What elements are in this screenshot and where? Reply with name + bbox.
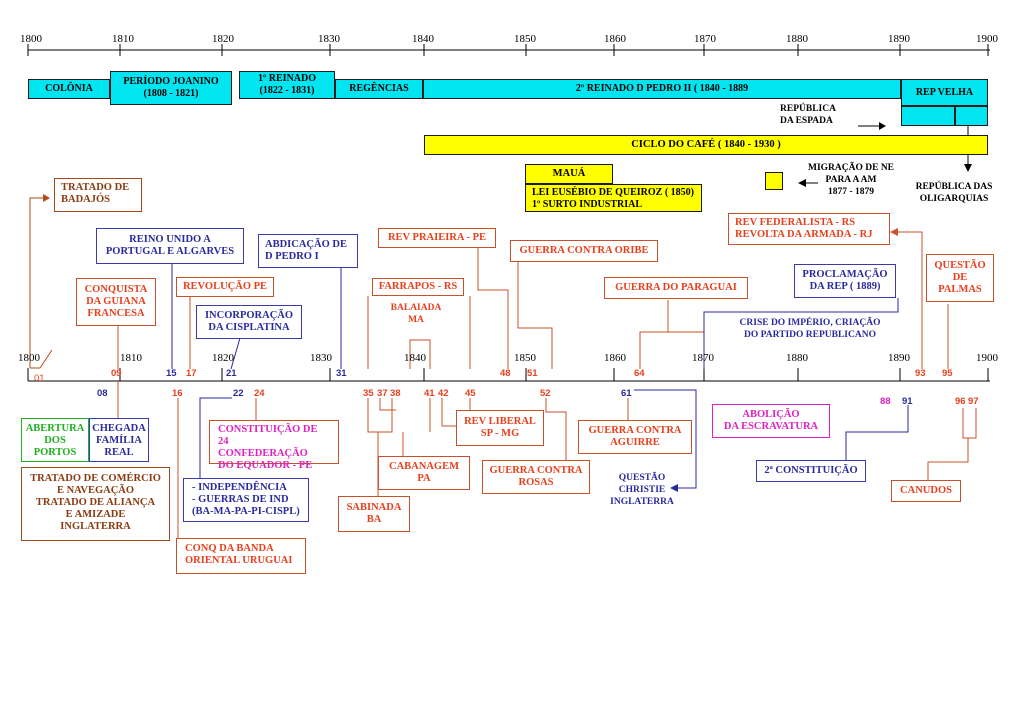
maua-bar: MAUÁ <box>525 164 613 184</box>
event-cabanagem: CABANAGEM PA <box>378 456 470 490</box>
year-mark: 41 <box>424 388 435 399</box>
eusebio-bar: LEI EUSÉBIO DE QUEIROZ ( 1850) 1º SURTO … <box>525 184 702 212</box>
event-questao-palmas: QUESTÃO DE PALMAS <box>926 254 994 302</box>
event-rev-pe: REVOLUÇÃO PE <box>176 277 274 297</box>
year-mark: 21 <box>226 368 237 379</box>
top-axis-year: 1890 <box>888 33 910 45</box>
year-mark: 16 <box>172 388 183 399</box>
top-axis-year: 1850 <box>514 33 536 45</box>
year-mark: 45 <box>465 388 476 399</box>
bottom-axis-year: 1890 <box>888 352 910 364</box>
event-tratado-comercio: TRATADO DE COMÉRCIO E NAVEGAÇÃO TRATADO … <box>21 467 170 541</box>
year-mark: 01 <box>34 373 45 384</box>
event-abolicao: ABOLIÇÃO DA ESCRAVATURA <box>712 404 830 438</box>
event-farrapos: FARRAPOS - RS <box>372 278 464 296</box>
event-paraguai: GUERRA DO PARAGUAI <box>604 277 748 299</box>
period-joanino: PERÍODO JOANINO (1808 - 1821) <box>110 71 232 105</box>
label-migracao: MIGRAÇÃO DE NE PARA A AM 1877 - 1879 <box>807 163 895 197</box>
year-mark: 35 <box>363 388 374 399</box>
top-axis-year: 1860 <box>604 33 626 45</box>
event-badajos: TRATADO DE BADAJÓS <box>54 178 142 212</box>
year-mark: 22 <box>233 388 244 399</box>
year-mark: 64 <box>634 368 645 379</box>
event-rev-liberal: REV LIBERAL SP - MG <box>456 410 544 446</box>
event-cisplatina: INCORPORAÇÃO DA CISPLATINA <box>196 305 302 339</box>
year-mark: 17 <box>186 368 197 379</box>
bottom-axis-year: 1850 <box>514 352 536 364</box>
period-reinado1: 1º REINADO (1822 - 1831) <box>239 71 335 99</box>
top-axis-year: 1880 <box>786 33 808 45</box>
year-mark: 93 <box>915 368 926 379</box>
top-axis-year: 1900 <box>976 33 998 45</box>
bottom-axis-year: 1880 <box>786 352 808 364</box>
top-axis-year: 1820 <box>212 33 234 45</box>
year-mark: 15 <box>166 368 177 379</box>
event-balaiada: BALAIADA MA <box>390 303 442 325</box>
period-rep-velha: REP VELHA <box>901 79 988 106</box>
event-guerra-aguirre: GUERRA CONTRA AGUIRRE <box>578 420 692 454</box>
bottom-axis-year: 1860 <box>604 352 626 364</box>
year-mark: 31 <box>336 368 347 379</box>
event-rev-federalista: REV FEDERALISTA - RS REVOLTA DA ARMADA -… <box>728 213 890 245</box>
bottom-axis-year: 1870 <box>692 352 714 364</box>
event-constituicao-24: CONSTITUIÇÃO DE 24 CONFEDERAÇÃO DO EQUAD… <box>209 420 339 471</box>
event-banda-oriental: CONQ DA BANDA ORIENTAL URUGUAI <box>176 538 306 574</box>
bottom-axis-year: 1810 <box>120 352 142 364</box>
year-mark: 38 <box>390 388 401 399</box>
period-colonia: COLÔNIA <box>28 79 110 99</box>
period-regencias: REGÊNCIAS <box>335 79 423 99</box>
migracao-marker <box>765 172 783 190</box>
top-axis-year: 1870 <box>694 33 716 45</box>
event-sabinada: SABINADA BA <box>338 496 410 532</box>
event-independencia: - INDEPENDÊNCIA - GUERRAS DE IND (BA-MA-… <box>183 478 309 522</box>
event-questao-christie: QUESTÃO CHRISTIE INGLATERRA <box>610 473 674 507</box>
event-abertura-portos: ABERTURA DOS PORTOS <box>21 418 89 462</box>
year-mark: 24 <box>254 388 265 399</box>
event-abdicacao: ABDICAÇÃO DE D PEDRO I <box>258 234 358 268</box>
period-oligarquias-bar <box>955 106 988 126</box>
event-crise-imperio: CRISE DO IMPÉRIO, CRIAÇÃO DO PARTIDO REP… <box>739 318 881 340</box>
year-mark: 95 <box>942 368 953 379</box>
period-rep-espada-bar <box>901 106 955 126</box>
event-proclamacao: PROCLAMAÇÃO DA REP ( 1889) <box>794 264 896 298</box>
top-axis-year: 1840 <box>412 33 434 45</box>
event-guerra-oribe: GUERRA CONTRA ORIBE <box>510 240 658 262</box>
year-mark: 91 <box>902 396 913 407</box>
period-reinado2: 2º REINADO D PEDRO II ( 1840 - 1889 <box>423 79 901 99</box>
bottom-axis-year: 1900 <box>976 352 998 364</box>
year-mark: 96 <box>955 396 966 407</box>
bottom-axis-year: 1820 <box>212 352 234 364</box>
bottom-axis-year: 1800 <box>18 352 40 364</box>
year-mark: 97 <box>968 396 979 407</box>
label-oligarquias: REPÚBLICA DAS OLIGARQUIAS <box>915 182 993 204</box>
event-rev-praieira: REV PRAIEIRA - PE <box>378 228 496 248</box>
event-reino-unido: REINO UNIDO A PORTUGAL E ALGARVES <box>96 228 244 264</box>
event-guiana: CONQUISTA DA GUIANA FRANCESA <box>76 278 156 326</box>
year-mark: 61 <box>621 388 632 399</box>
event-2-constituicao: 2ª CONSTITUIÇÃO <box>756 460 866 482</box>
year-mark: 52 <box>540 388 551 399</box>
year-mark: 51 <box>527 368 538 379</box>
year-mark: 08 <box>97 388 108 399</box>
event-guerra-rosas: GUERRA CONTRA ROSAS <box>482 460 590 494</box>
year-mark: 42 <box>438 388 449 399</box>
bottom-axis-year: 1840 <box>404 352 426 364</box>
bottom-axis-year: 1830 <box>310 352 332 364</box>
year-mark: 09 <box>111 368 122 379</box>
top-axis-year: 1830 <box>318 33 340 45</box>
event-canudos: CANUDOS <box>891 480 961 502</box>
year-mark: 88 <box>880 396 891 407</box>
year-mark: 48 <box>500 368 511 379</box>
year-mark: 37 <box>377 388 388 399</box>
top-axis-year: 1800 <box>20 33 42 45</box>
event-chegada-familia: CHEGADA FAMÍLIA REAL <box>89 418 149 462</box>
ciclo-cafe-bar: CICLO DO CAFÉ ( 1840 - 1930 ) <box>424 135 988 155</box>
label-rep-espada: REPÚBLICA DA ESPADA <box>780 104 836 126</box>
top-axis-year: 1810 <box>112 33 134 45</box>
